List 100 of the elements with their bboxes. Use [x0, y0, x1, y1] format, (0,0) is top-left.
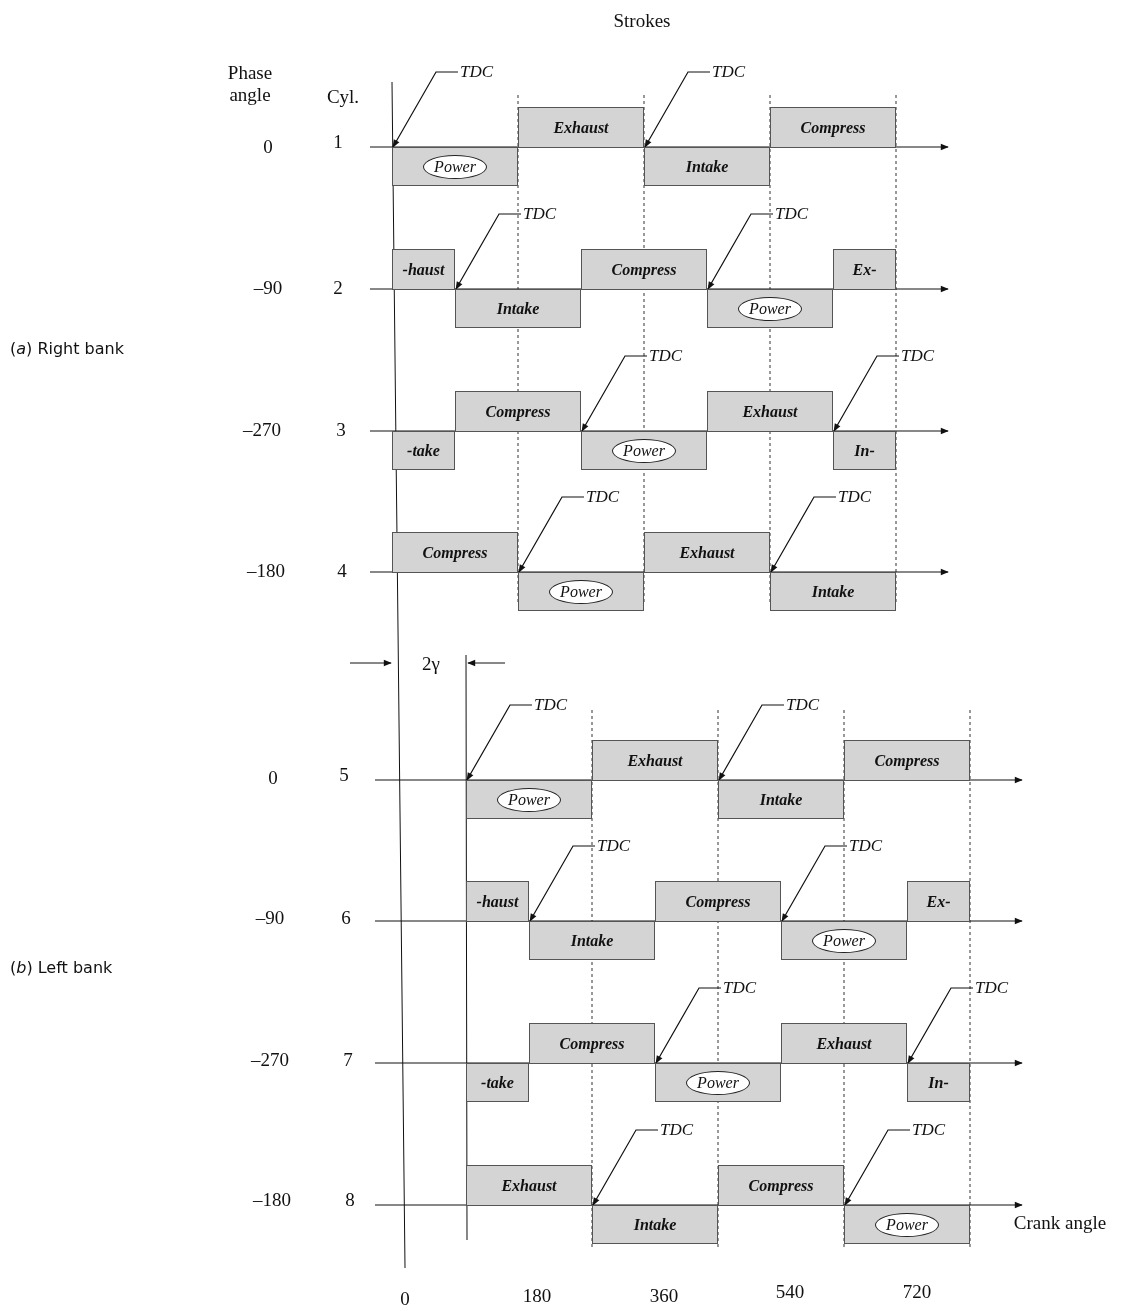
stroke-label: -haust	[402, 261, 445, 278]
stroke-box	[644, 147, 770, 186]
leader-line	[466, 704, 533, 781]
leader-line	[907, 987, 974, 1064]
tdc-label: TDC	[534, 694, 568, 716]
stroke-box	[581, 431, 707, 470]
stroke-label: Compress	[485, 403, 551, 420]
leader-line	[592, 1129, 659, 1206]
cylinder-number: 5	[339, 764, 349, 786]
tdc-label: TDC	[712, 61, 746, 83]
tick-label: 0	[400, 1288, 410, 1310]
stroke-box	[833, 249, 896, 290]
stroke-label: Exhaust	[627, 752, 683, 769]
tdc-label: TDC	[849, 835, 883, 857]
stroke-label: Ex-	[926, 893, 951, 910]
stroke-box	[392, 532, 518, 573]
leader-line	[518, 496, 585, 573]
leader-line	[655, 987, 722, 1064]
stroke-label: Compress	[559, 1035, 625, 1052]
tdc-label: TDC	[660, 1119, 694, 1141]
leader-line	[529, 845, 596, 922]
stroke-box	[844, 740, 970, 781]
stroke-box	[781, 921, 907, 960]
cylinder-number: 3	[336, 419, 346, 441]
tick-label: 540	[775, 1281, 805, 1303]
stroke-label: In-	[854, 442, 875, 459]
stroke-box	[718, 1165, 844, 1206]
axis-label: Cyl.	[326, 86, 360, 108]
phase-value: 0	[263, 136, 273, 158]
leader-line	[644, 71, 711, 148]
tdc-label: TDC	[523, 203, 557, 225]
tick-label: 360	[649, 1285, 679, 1307]
stroke-box	[529, 921, 655, 960]
stroke-box	[592, 740, 718, 781]
tdc-label: TDC	[586, 486, 620, 508]
stroke-box	[518, 572, 644, 611]
stroke-label: Ex-	[852, 261, 877, 278]
leader-line	[718, 704, 785, 781]
tdc-label: TDC	[775, 203, 809, 225]
tdc-label: TDC	[649, 345, 683, 367]
stroke-label: Exhaust	[816, 1035, 872, 1052]
stroke-label: Power	[549, 579, 613, 604]
stroke-box	[392, 431, 455, 470]
stroke-label: -take	[481, 1074, 514, 1091]
stroke-label: Compress	[611, 261, 677, 278]
phase-value: –180	[253, 1189, 291, 1211]
cylinder-number: 1	[333, 131, 343, 153]
leader-line	[392, 71, 459, 148]
stroke-box	[781, 1023, 907, 1064]
stroke-box	[466, 1165, 592, 1206]
stroke-label: Power	[497, 787, 561, 812]
stroke-box	[455, 391, 581, 432]
stroke-label: Exhaust	[553, 119, 609, 136]
stroke-label: Compress	[685, 893, 751, 910]
tick-label: 720	[902, 1281, 932, 1303]
bank-label: (b) Left bank	[10, 959, 113, 978]
phase-value: –180	[247, 560, 285, 582]
stroke-box	[581, 249, 707, 290]
cylinder-number: 8	[345, 1189, 355, 1211]
leader-line	[455, 213, 522, 290]
stroke-label: Power	[612, 438, 676, 463]
stroke-label: Intake	[496, 300, 540, 317]
stroke-label: Exhaust	[501, 1177, 557, 1194]
phase-value: –90	[255, 907, 285, 929]
stroke-box	[907, 1063, 970, 1102]
stroke-box	[644, 532, 770, 573]
phase-value: –270	[251, 1049, 289, 1071]
stroke-box	[907, 881, 970, 922]
stroke-box	[844, 1205, 970, 1244]
tdc-label: TDC	[838, 486, 872, 508]
stroke-box	[655, 881, 781, 922]
stroke-label: Intake	[570, 932, 614, 949]
stroke-label: Power	[812, 928, 876, 953]
stroke-box	[466, 1063, 529, 1102]
stroke-label: Compress	[748, 1177, 814, 1194]
tdc-label: TDC	[460, 61, 494, 83]
tick-label: 180	[522, 1285, 552, 1307]
stroke-box	[770, 107, 896, 148]
stroke-box	[392, 249, 455, 290]
tdc-label: TDC	[723, 977, 757, 999]
tdc-label: TDC	[901, 345, 935, 367]
tdc-label: TDC	[975, 977, 1009, 999]
cylinder-number: 7	[343, 1049, 353, 1071]
stroke-label: -haust	[476, 893, 519, 910]
stroke-label: -take	[407, 442, 440, 459]
stroke-label: Compress	[422, 544, 488, 561]
stroke-box	[529, 1023, 655, 1064]
stroke-box	[455, 289, 581, 328]
cylinder-number: 4	[337, 560, 347, 582]
stroke-box	[392, 147, 518, 186]
axis-label: Crank angle	[1013, 1212, 1107, 1234]
stroke-label: Compress	[800, 119, 866, 136]
stroke-label: Intake	[811, 583, 855, 600]
leader-line	[707, 213, 774, 290]
stroke-box	[833, 431, 896, 470]
cylinder-number: 2	[333, 277, 343, 299]
stroke-label: Intake	[759, 791, 803, 808]
stroke-box	[466, 780, 592, 819]
stroke-label: Exhaust	[679, 544, 735, 561]
stroke-box	[718, 780, 844, 819]
